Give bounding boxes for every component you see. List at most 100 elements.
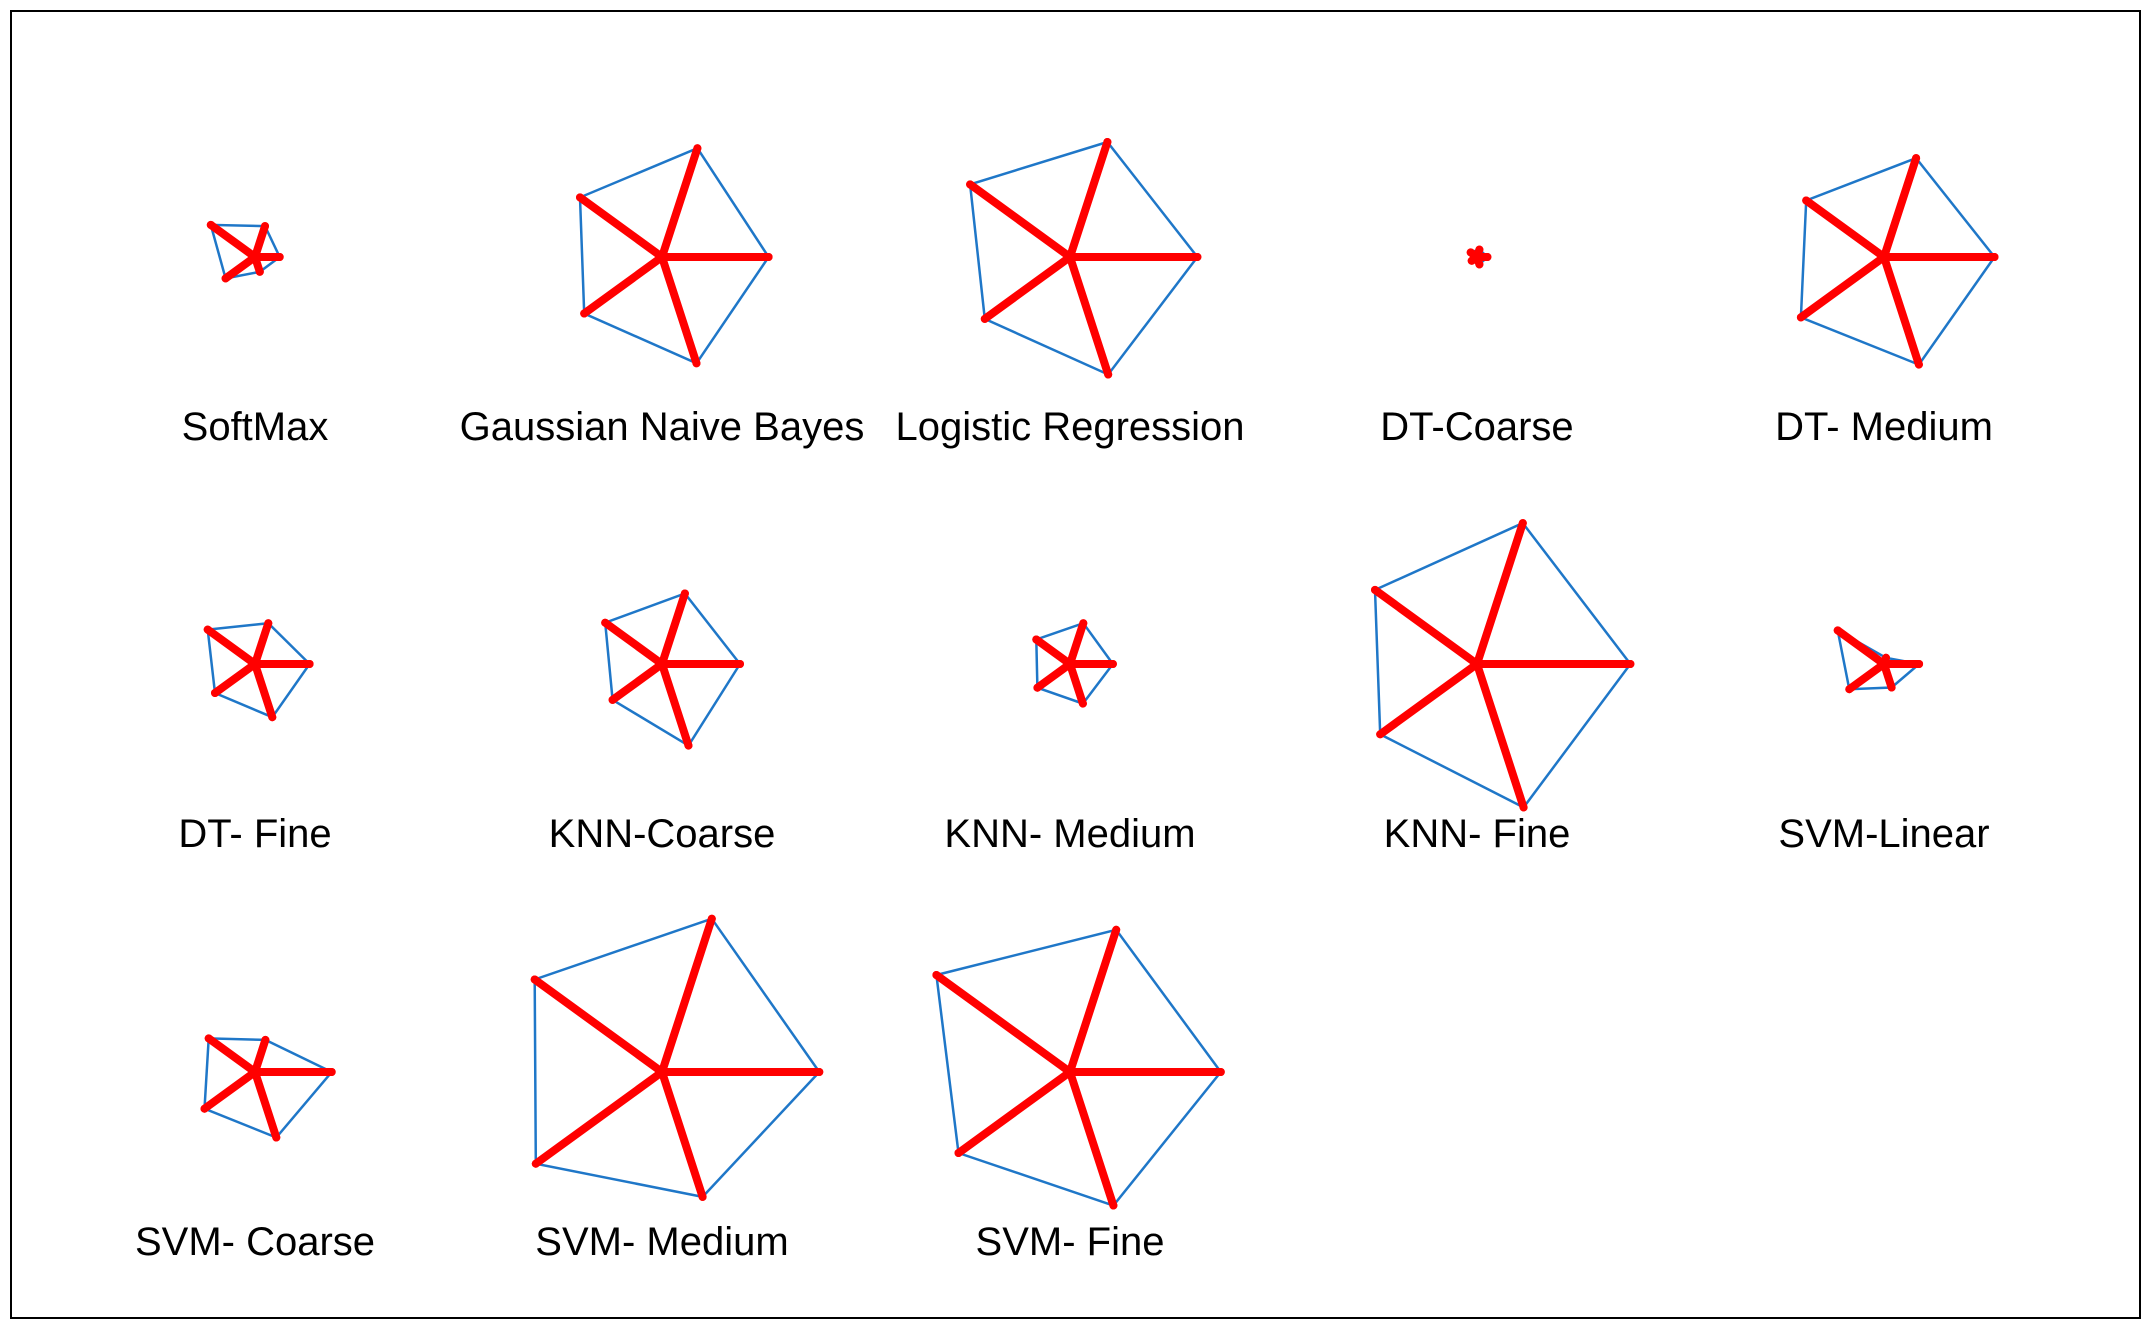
star-glyph: KNN- Medium (944, 619, 1196, 856)
glyph-spoke (251, 1068, 281, 1142)
glyph-label: DT- Fine (178, 812, 331, 856)
glyph-vertex (680, 589, 689, 598)
glyph-spoke (1066, 1068, 1118, 1210)
glyph-vertex (203, 625, 212, 634)
glyph-vertex (608, 695, 617, 704)
glyph-vertex (1796, 313, 1805, 322)
glyph-vertex (692, 359, 701, 368)
glyph-spoke (203, 625, 259, 668)
glyph-spoke (658, 589, 689, 668)
glyph-vertex (1108, 660, 1117, 668)
glyph-vertex (580, 309, 589, 318)
glyph-outline (206, 621, 312, 719)
glyph-vertex (1833, 626, 1842, 635)
glyph-vertex (684, 741, 693, 750)
glyph-spoke (1880, 154, 1921, 261)
glyph-outline (1035, 621, 1115, 706)
glyph-spoke (1066, 253, 1113, 379)
glyph-vertex (1078, 699, 1087, 708)
glyph-spoke (1833, 626, 1888, 668)
glyph-vertex (1109, 1201, 1118, 1210)
glyph-spoke (531, 1068, 666, 1168)
glyph-label: SVM- Coarse (135, 1220, 375, 1264)
glyph-vertex (268, 713, 277, 722)
glyph-vertex (1990, 253, 1999, 261)
glyph-spoke (954, 1068, 1074, 1157)
glyph-spoke (1032, 635, 1074, 668)
glyph-vertex (693, 144, 702, 153)
glyph-vertex (966, 180, 975, 189)
glyph-spoke (251, 222, 269, 261)
glyph-vertex (221, 274, 230, 283)
glyph-vertex (736, 660, 744, 668)
glyph-spoke (1880, 660, 1896, 692)
glyph-spoke (206, 220, 259, 261)
star-glyph: Gaussian Naive Bayes (460, 144, 865, 449)
glyph-spoke (1066, 925, 1121, 1076)
glyph-vertex (530, 975, 539, 984)
glyph-spoke (1371, 585, 1481, 668)
glyph-outline (578, 146, 771, 365)
glyph-vertex (815, 1068, 824, 1076)
glyph-vertex (531, 1159, 540, 1168)
glyph-spoke (221, 253, 259, 283)
glyph-label: Gaussian Naive Bayes (460, 405, 865, 449)
glyph-spoke (1376, 660, 1481, 739)
star-glyph: KNN-Coarse (549, 589, 776, 856)
glyph-spoke (658, 253, 701, 368)
glyph-vertex (764, 253, 773, 261)
glyph-vertex (255, 267, 264, 276)
glyph-label: Logistic Regression (895, 405, 1244, 449)
glyph-vertex (1371, 585, 1379, 594)
glyph-spoke (211, 660, 259, 697)
glyph-label: SoftMax (182, 405, 329, 449)
glyph-vertex (576, 193, 584, 202)
glyph-vertex (707, 914, 716, 923)
glyph-spoke (530, 975, 666, 1076)
star-glyph: SVM- Medium (530, 914, 824, 1264)
star-glyph: SVM- Fine (932, 925, 1225, 1264)
glyph-vertex (1519, 803, 1528, 812)
glyph-spoke (932, 971, 1074, 1076)
glyph-spoke (658, 914, 716, 1076)
glyph-outline (203, 1037, 334, 1139)
glyph-spoke (658, 660, 693, 750)
glyph-spoke (580, 253, 666, 318)
glyph-vertex (1112, 925, 1121, 934)
glyph-vertex (1103, 138, 1112, 146)
glyph-spoke (980, 253, 1074, 323)
glyph-spoke (1066, 660, 1087, 708)
star-glyph: Logistic Regression (895, 138, 1245, 449)
star-glyph: DT- Fine (178, 619, 332, 856)
glyph-spoke (601, 618, 666, 668)
glyph-vertex (1216, 1068, 1225, 1076)
glyph-vertex (264, 619, 273, 628)
glyph-outline (1799, 156, 1997, 367)
glyph-vertex (305, 660, 314, 668)
star-glyph-grid: SoftMax Gaussian Naive Bayes Logistic Regr… (135, 138, 1999, 1264)
glyph-vertex (932, 971, 941, 979)
glyph-spoke (1802, 196, 1888, 261)
glyph-vertex (954, 1149, 963, 1157)
glyph-vertex (272, 1133, 281, 1142)
glyph-vertex (1033, 683, 1042, 692)
glyph-spoke (1033, 660, 1074, 692)
glyph-vertex (698, 1192, 707, 1201)
glyph-spoke (1473, 519, 1527, 668)
glyph-vertex (1104, 370, 1113, 379)
figure-frame: SoftMax Gaussian Naive Bayes Logistic Regr… (10, 10, 2141, 1319)
glyph-outline (603, 592, 742, 748)
glyph-vertex (1518, 519, 1527, 528)
glyph-vertex (1475, 260, 1484, 269)
glyph-vertex (1845, 685, 1854, 694)
star-glyph: KNN- Fine (1371, 519, 1635, 856)
glyph-vertex (1626, 660, 1635, 668)
star-glyph: SVM- Coarse (135, 1034, 375, 1264)
glyph-label: KNN-Coarse (549, 812, 776, 856)
glyph-outline (1373, 521, 1632, 809)
glyph-vertex (1887, 683, 1896, 692)
glyph-spoke (251, 660, 277, 722)
star-glyph: DT- Medium (1775, 154, 1999, 449)
glyph-spoke (251, 1035, 270, 1076)
glyph-label: SVM-Linear (1778, 812, 1989, 856)
